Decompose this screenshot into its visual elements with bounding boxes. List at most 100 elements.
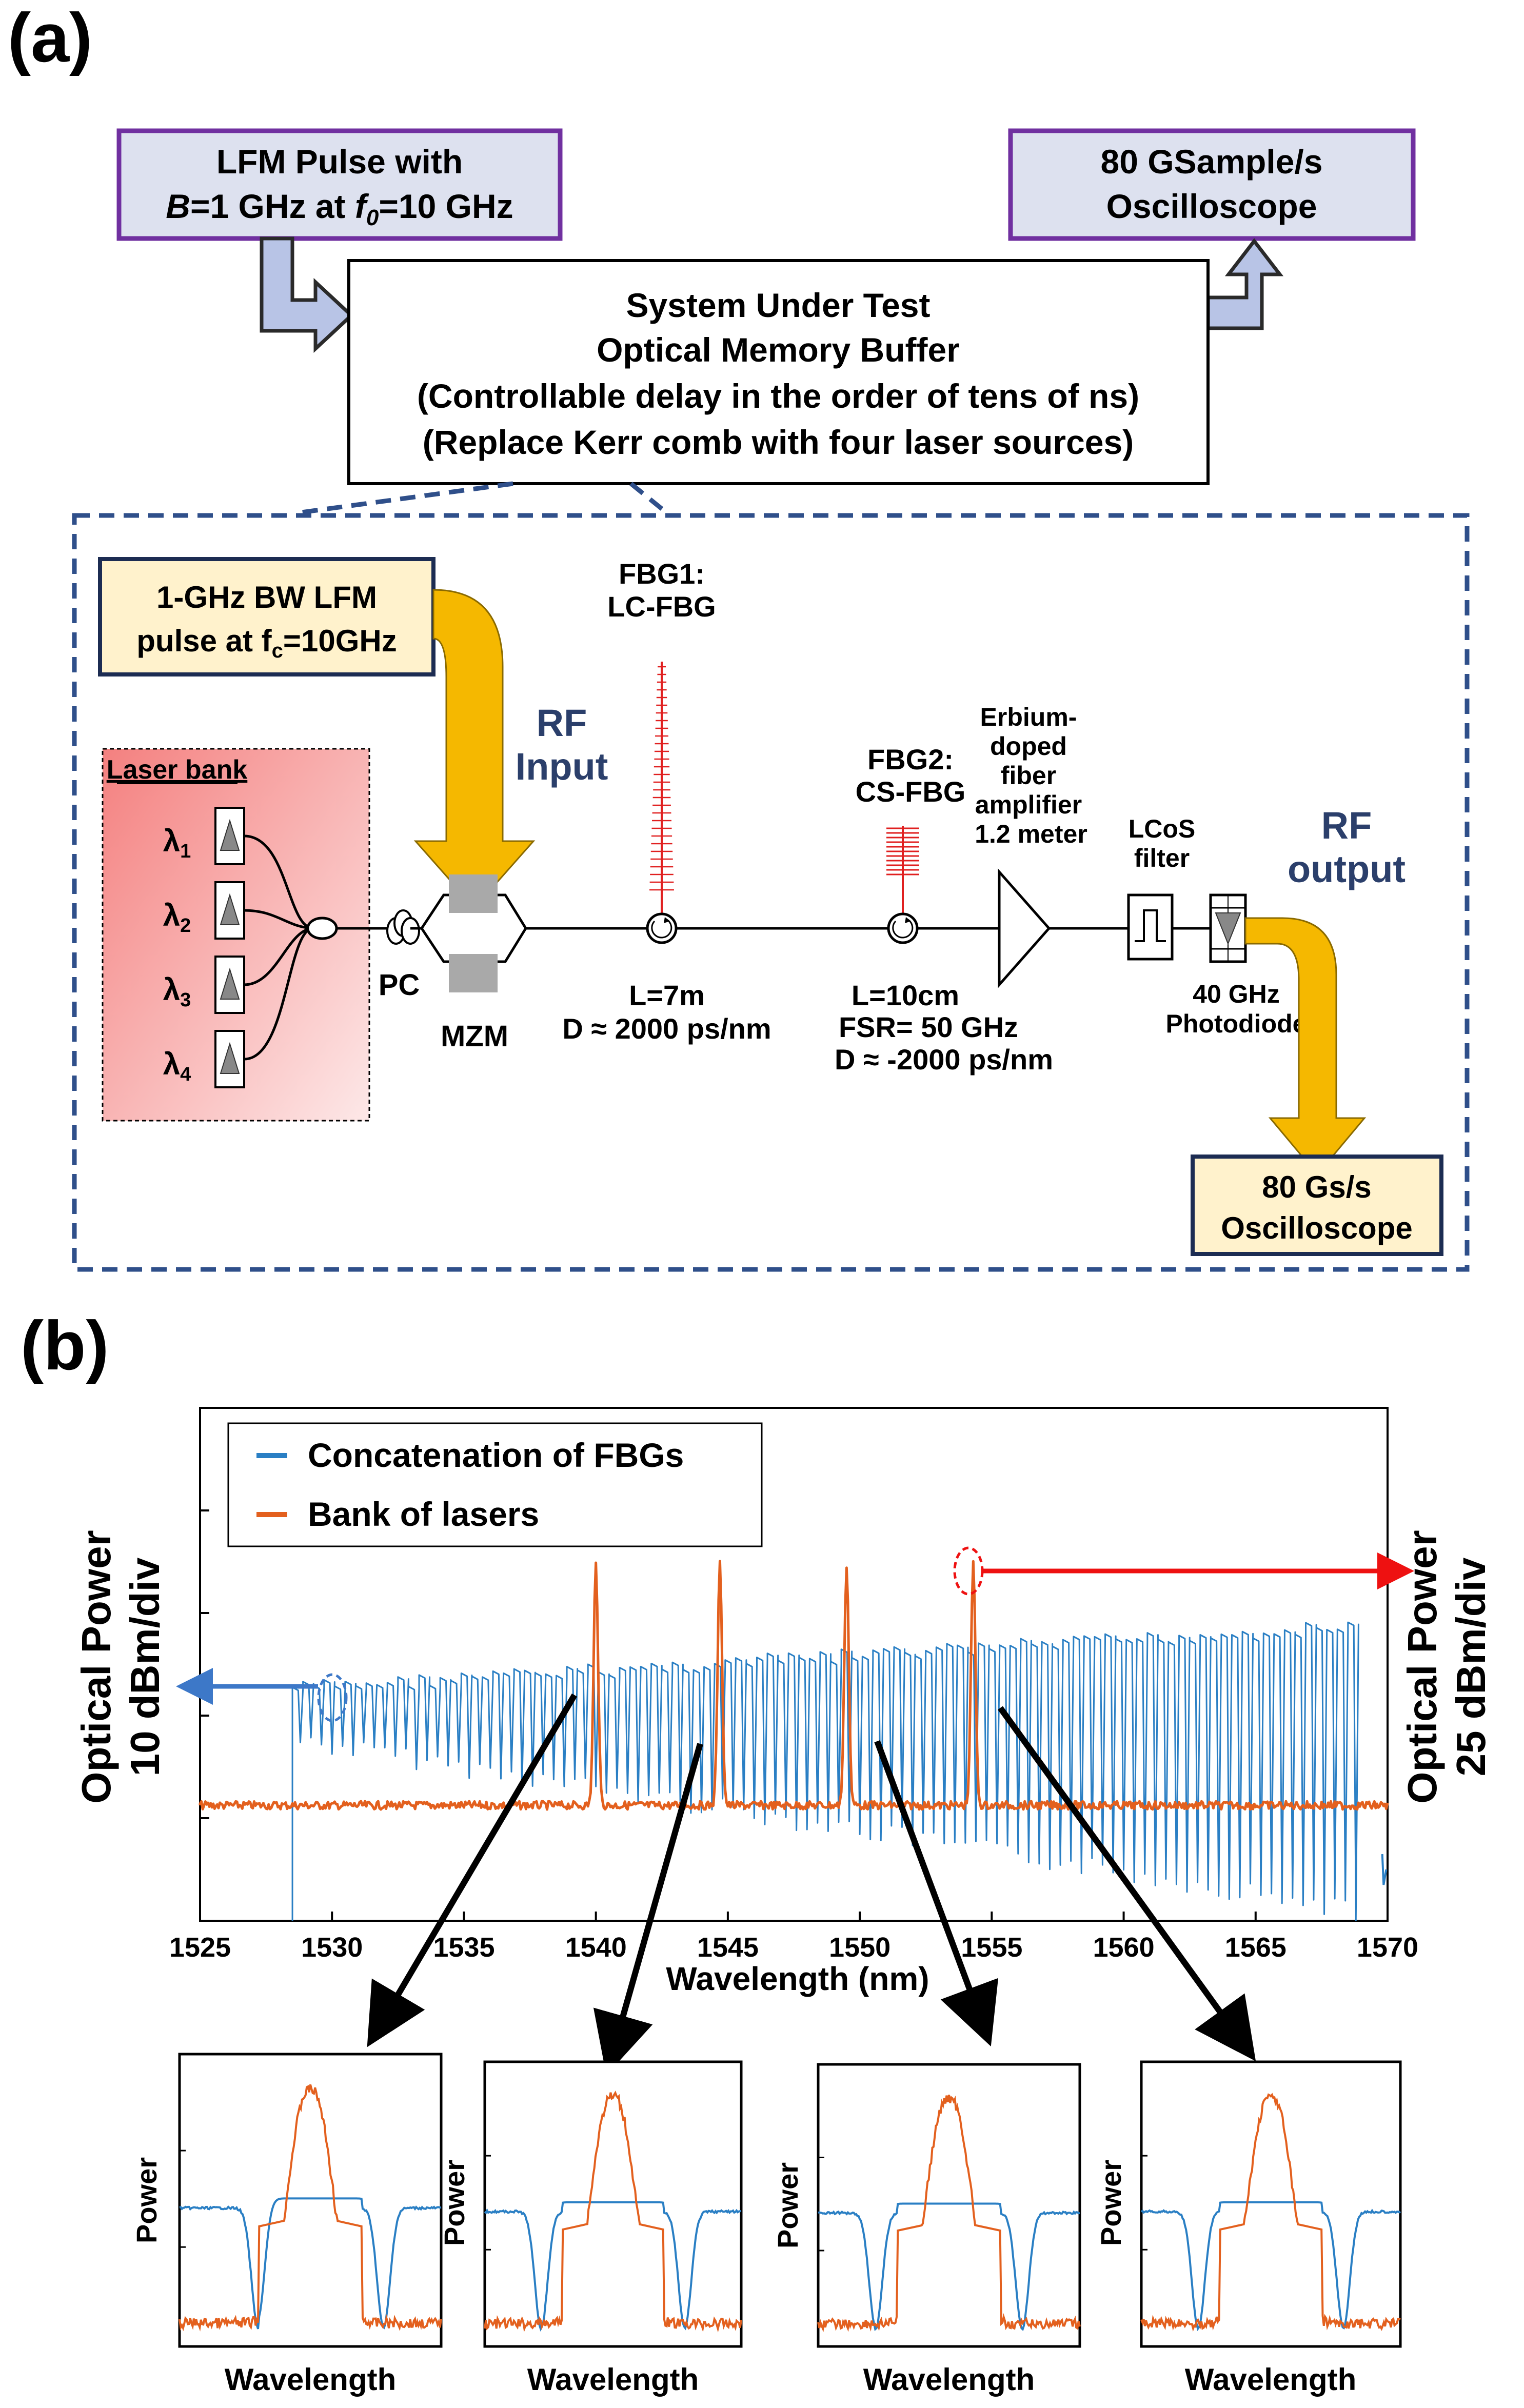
rf-input-arrow	[413, 589, 536, 909]
fbg-trace-marker	[317, 1673, 348, 1722]
svg-text:λ1: λ1	[163, 824, 191, 862]
rf-output-label-2: output	[1288, 848, 1406, 890]
laser-2: λ2	[163, 881, 245, 940]
photodiode-line2: Photodiode	[1166, 1009, 1307, 1038]
inset-laser-trace	[817, 2095, 1081, 2333]
sut-box	[347, 259, 1210, 485]
fbg1-title-2: LC-FBG	[607, 590, 716, 623]
sut-line4: (Replace Kerr comb with four laser sourc…	[423, 423, 1134, 461]
inset-frame	[178, 2053, 443, 2348]
zoom-arrow-1	[367, 1693, 578, 2047]
x-tick-label: 1545	[697, 1932, 759, 1963]
coupler	[306, 917, 338, 940]
inset-ylabel: Power	[438, 2160, 470, 2246]
inset-ylabel: Power	[130, 2157, 163, 2243]
fbg-trace	[291, 1621, 1359, 1921]
laser-bank-title: Laser bank	[107, 755, 248, 785]
inset-1: Power Wavelength	[130, 2053, 443, 2397]
output-scope-line2: Oscilloscope	[1221, 1211, 1412, 1245]
lfm-input-line2: B=1 GHz at f0=10 GHz	[166, 187, 513, 230]
sut-line1: System Under Test	[626, 286, 931, 324]
spectrum-traces	[199, 1560, 1389, 1921]
rf-output-arrow	[1244, 917, 1367, 1176]
y-left-line1: Optical Power	[73, 1530, 119, 1803]
laser-4: λ4	[163, 1030, 245, 1088]
laser-1: λ1	[163, 807, 245, 865]
rf-pulse-line2: pulse at fc=10GHz	[136, 624, 397, 662]
inset-laser-trace	[484, 2091, 742, 2333]
legend-label-fbg: Concatenation of FBGs	[308, 1436, 684, 1474]
fbg2-spec-2: FSR= 50 GHz	[839, 1011, 1018, 1043]
lfm-input-box	[116, 128, 563, 241]
svg-text:λ4: λ4	[163, 1047, 191, 1085]
inset-frame	[1140, 2060, 1402, 2348]
fbg2-spec-1: L=10cm	[852, 979, 959, 1011]
edfa-line3: fiber	[1001, 761, 1056, 790]
edfa-amplifier-icon	[998, 868, 1051, 988]
mzm-label: MZM	[441, 1020, 508, 1053]
inset-fbg-trace	[818, 2202, 1080, 2332]
photodiode-line1: 40 GHz	[1193, 980, 1280, 1008]
zoom-arrow-2	[593, 1743, 703, 2076]
inset-traces	[179, 2084, 442, 2332]
inset-xlabel: Wavelength	[225, 2362, 396, 2397]
laser-fibers	[244, 834, 313, 1061]
fbg2-grating	[886, 826, 919, 914]
inset-frame	[817, 2063, 1081, 2348]
rf-output-label-1: RF	[1321, 804, 1372, 847]
inset-traces	[817, 2095, 1081, 2333]
fbg2-title-1: FBG2:	[867, 743, 954, 775]
edfa-line2: doped	[990, 732, 1067, 761]
input-block-arrow	[260, 236, 354, 353]
lcos-line2: filter	[1134, 844, 1190, 872]
x-tick-label: 1525	[169, 1932, 231, 1963]
rf-input-label-2: Input	[516, 745, 608, 788]
inset-3: Power Wavelength	[771, 2063, 1081, 2397]
setup-frame	[72, 513, 1470, 1272]
polarization-controller-icon	[386, 909, 420, 945]
inset-xlabel: Wavelength	[863, 2362, 1035, 2397]
output-block-arrow	[1206, 238, 1284, 330]
zoom-line-left	[297, 481, 513, 515]
x-tick-label: 1565	[1225, 1932, 1287, 1963]
fbg1-grating	[649, 662, 674, 914]
edfa-line4: amplifier	[975, 790, 1082, 819]
panel-a-label: (a)	[8, 0, 92, 76]
x-tick-label: 1530	[301, 1932, 363, 1963]
fbg1-spec-1: L=7m	[629, 979, 705, 1011]
x-tick-label: 1555	[961, 1932, 1022, 1963]
inset-laser-trace	[179, 2084, 442, 2332]
fbg1-spec-2: D ≈ 2000 ps/nm	[562, 1012, 771, 1045]
sut-line2: Optical Memory Buffer	[597, 331, 960, 369]
legend-box	[227, 1422, 763, 1547]
y-right-line2: 25 dBm/div	[1448, 1557, 1494, 1776]
lcos-line1: LCoS	[1129, 814, 1196, 843]
inset-traces	[1140, 2093, 1401, 2332]
x-tick-label: 1550	[829, 1932, 890, 1963]
lcos-filter-icon	[1127, 893, 1174, 961]
inset-ylabel: Power	[1095, 2160, 1127, 2246]
scope-line2: Oscilloscope	[1106, 187, 1317, 225]
inset-fbg-trace	[484, 2201, 742, 2332]
panel-b-label: (b)	[21, 1307, 109, 1384]
zoom-arrow-3	[874, 1740, 999, 2046]
laser-3: λ3	[163, 956, 245, 1014]
y-left-line2: 10 dBm/div	[122, 1557, 168, 1776]
zoom-arrow-4	[998, 1706, 1256, 2061]
scope-line1: 80 GSample/s	[1101, 143, 1323, 181]
x-axis-label: Wavelength (nm)	[666, 1960, 929, 1997]
legend-label-lasers: Bank of lasers	[308, 1495, 539, 1533]
inset-ylabel: Power	[771, 2162, 804, 2248]
inset-laser-trace	[1140, 2093, 1401, 2332]
svg-text:λ3: λ3	[163, 972, 191, 1011]
y-right-line1: Optical Power	[1399, 1530, 1445, 1803]
x-tick-label: 1535	[433, 1932, 494, 1963]
inset-xlabel: Wavelength	[527, 2362, 699, 2397]
edfa-line5: 1.2 meter	[975, 820, 1087, 848]
fbg-trace-tail	[1381, 1854, 1388, 1885]
rf-input-label-1: RF	[537, 702, 587, 744]
spectrum-left-ticks	[200, 1509, 209, 1819]
inset-4: Power Wavelength	[1095, 2060, 1402, 2397]
